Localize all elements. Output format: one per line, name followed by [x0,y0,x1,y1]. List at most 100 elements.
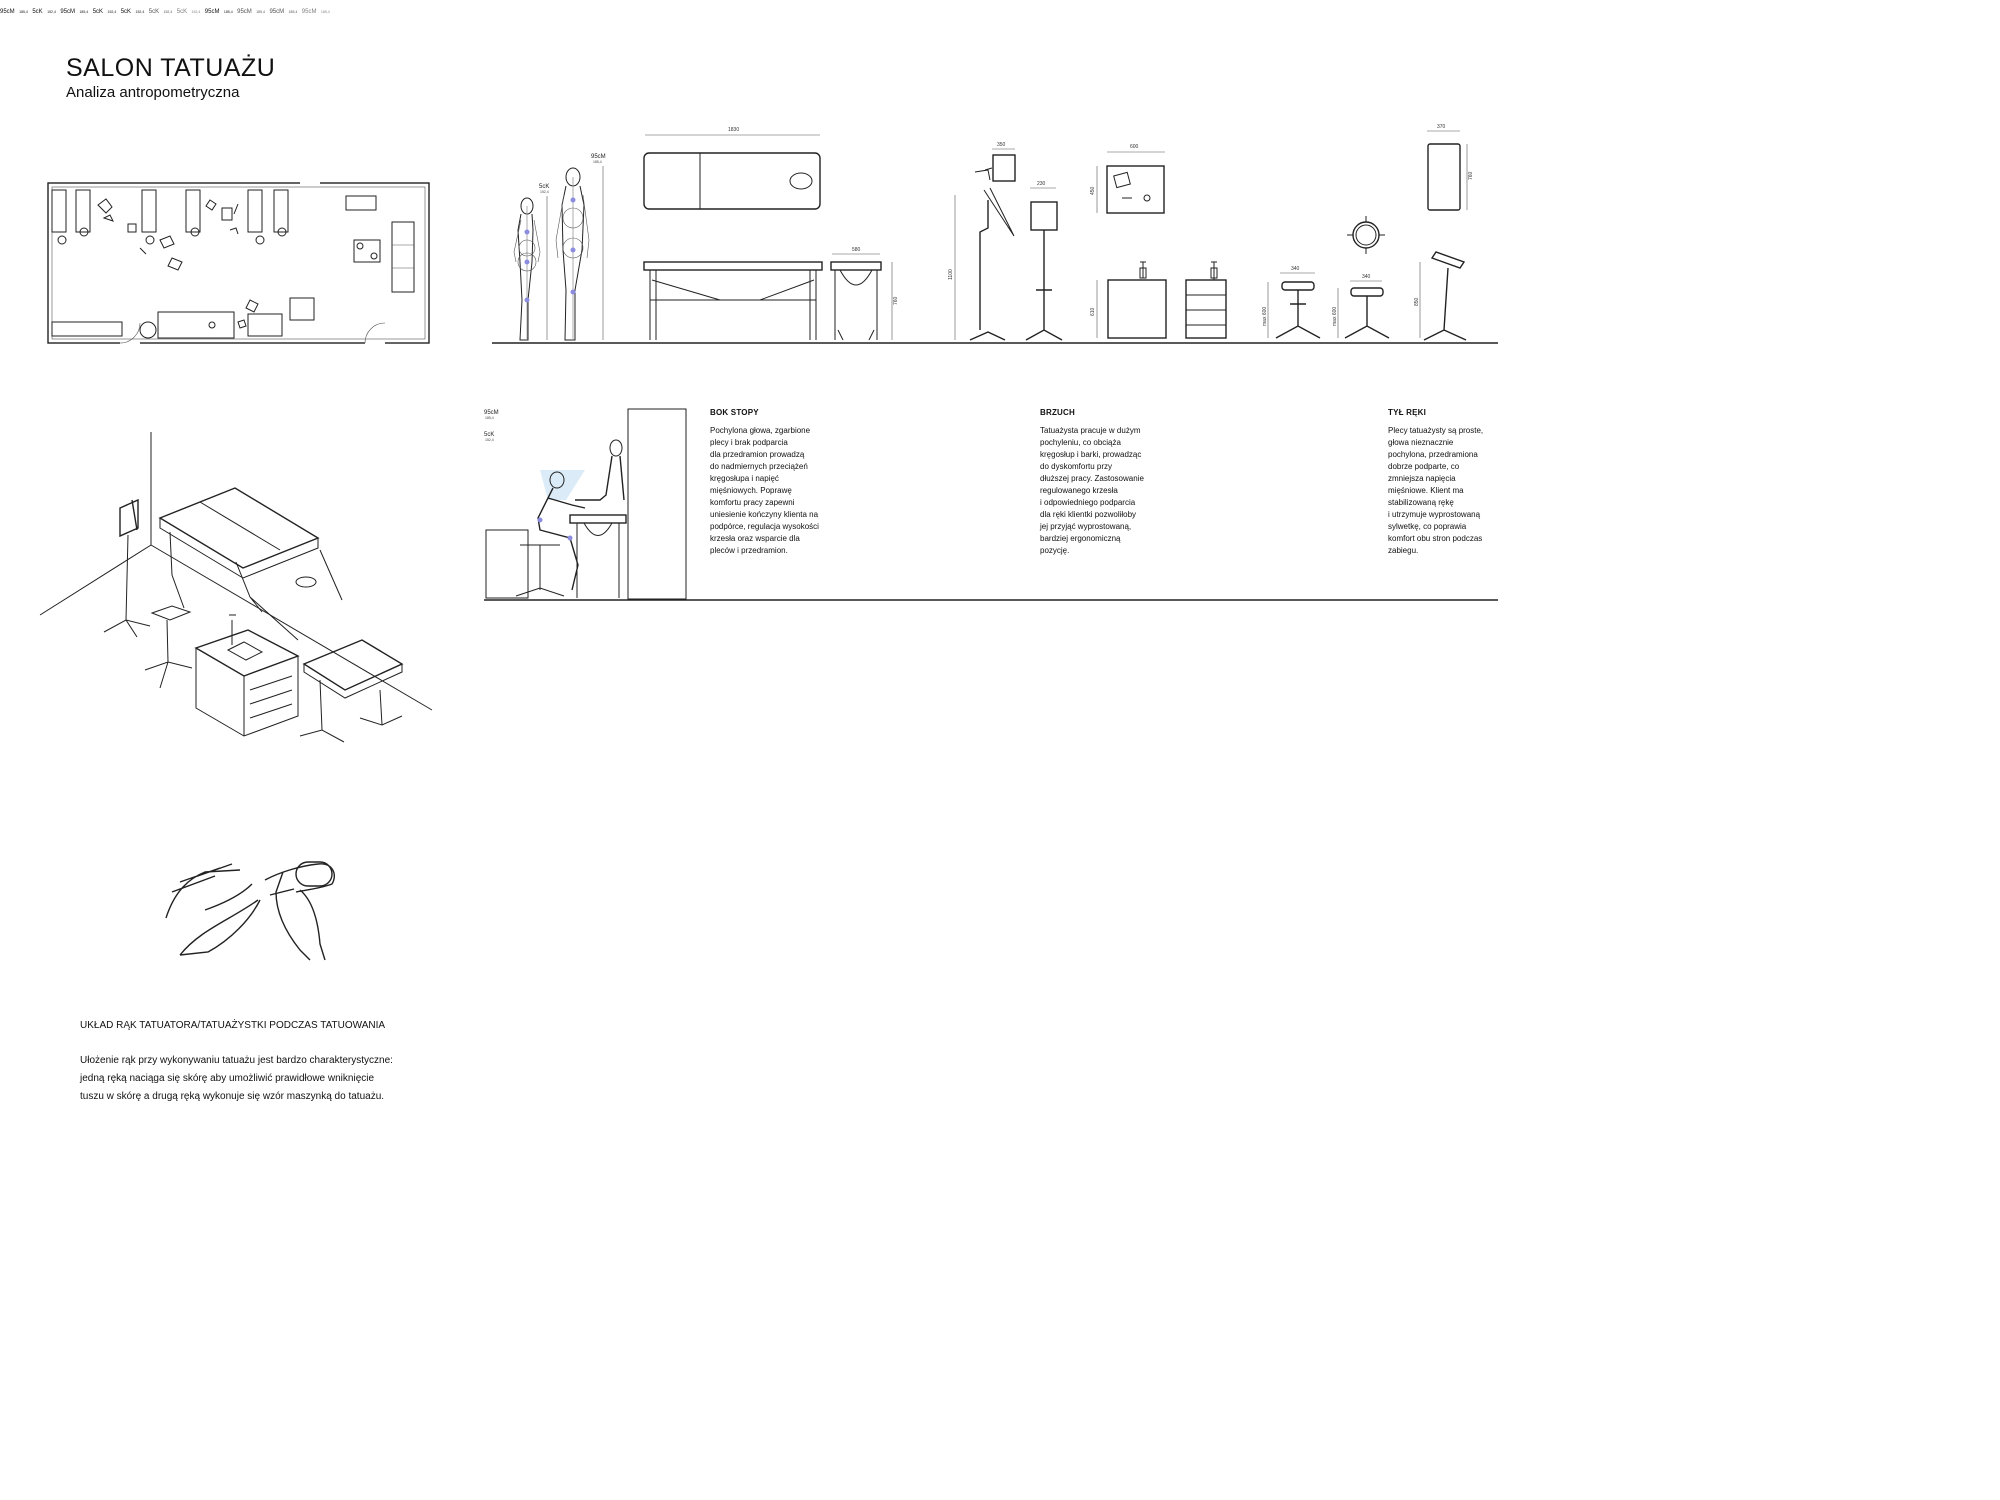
panel-line: zabiegu. [1388,546,1419,555]
panel-title: BRZUCH [1040,408,1075,417]
male-measure-sub: 185,4 [593,160,602,164]
r2p1-male-label: 95cM [204,9,220,15]
dim-stool-a-width: 340 [1291,266,1300,272]
floor-lamp: 350 1100 230 [948,142,1063,341]
hands-section-description: Ułożenie rąk przy wykonywaniu tatuażu je… [80,1052,440,1106]
hands-line: jedną ręką naciąga się skórę aby umożliw… [80,1073,375,1084]
panel-line: pleców i przedramion. [710,546,788,555]
panel-line: do nadmiernych przeciążeń [710,462,808,471]
male-measure-label: 95cM [591,154,606,160]
p1-male-sub: 185,4 [485,416,494,420]
r1p3-female-sub: 152,4 [191,10,201,14]
panel-line: sylwetkę, co poprawia [1388,522,1467,531]
panel-bok-stopy-side: 95cM 185,4 5cK 152,4 [484,408,687,600]
panel-line: dla przedramion prowadzą [710,450,805,459]
p3-female-label: 5cK [92,9,104,15]
dim-lamp-head: 350 [997,142,1006,148]
panel-line: Plecy tatuażysty są proste, [1388,426,1484,435]
panel-line: do dyskomfortu przy [1040,462,1113,471]
panel-line: pochyleniu, co obciąża [1040,438,1121,447]
panel-brzuch-text: BRZUCH Tatuażysta pracuje w dużym pochyl… [1040,408,1170,557]
p2-female-sub: 152,4 [47,10,56,14]
panel-brzuch-side: 95cM 185,4 5cK 152,4 [0,0,60,17]
panel-line: dobrze podparte, co [1388,462,1460,471]
hands-icon [165,861,336,961]
stools: 340 max 600 340 max 600 [1262,216,1390,339]
panel-description: Pochylona głowa, zgarbione plecy i brak … [710,425,840,557]
panel-line: komfortu pracy zapewni [710,498,795,507]
hands-section-heading: UKŁAD RĄK TATUATORA/TATUAŻYSTKI PODCZAS … [80,1020,386,1031]
r2p2-male-sub-b: 185,4 [288,10,298,14]
p2-male-label: 95cM [0,9,15,15]
panel-tyl-reki-text: TYŁ RĘKI Plecy tatuażysty są proste, gło… [1388,408,1518,557]
female-figure [513,197,541,341]
r2p3-male-sub: 185,4 [320,10,330,14]
p3-female-sub: 152,4 [107,10,117,14]
r1p1-female-sub: 152,4 [135,10,145,14]
panel-line: mięśniowe. Klient ma [1388,486,1464,495]
floor-plan [47,181,430,345]
p2-male-sub: 185,4 [19,10,28,14]
dim-tray-lamp: 230 [1037,181,1046,187]
panel-description: Plecy tatuażysty są proste, głowa niezna… [1388,425,1518,557]
r1p2-female-label: 5cK [148,9,160,15]
p3-male-label: 95cM [60,9,76,15]
panel-line: podpórce, regulacja wysokości [710,522,819,531]
drawing-canvas: 95cM 185,4 5cK 152,4 1830 580 760 350 [39,124,1498,961]
panel-title: TYŁ RĘKI [1388,408,1427,417]
p1-female-sub: 152,4 [485,438,494,442]
panel-line: kręgosłup i barki, prowadząc [1040,450,1142,459]
dim-armrest-width: 370 [1437,124,1446,130]
dim-armrest-depth: 760 [1468,171,1474,180]
hands-line: tuszu w skórę a drugą ręką wykonuje się … [80,1091,385,1102]
panel-line: regulowanego krzesła [1040,486,1118,495]
isometric-view [39,432,433,743]
r1p3-female-label: 5cK [176,9,188,15]
armrest: 370 760 850 [1414,124,1474,341]
male-figure [555,167,590,341]
female-measure-sub: 152,4 [540,190,549,194]
panel-line: stabilizowaną rękę [1388,498,1454,507]
panel-tyl-reki-side: 95cM 185,4 5cK 152,4 [60,0,120,17]
r2p1-male-sub: 185,4 [223,10,233,14]
panel-line: plecy i brak podparcia [710,438,788,447]
panel-description: Tatuażysta pracuje w dużym pochyleniu, c… [1040,425,1170,557]
panel-line: Pochylona głowa, zgarbione [710,426,811,435]
r1p2-female-sub: 152,4 [163,10,173,14]
r2p2-male-label: 95cM [237,9,252,15]
dim-cabinet-height: 610 [1090,307,1096,316]
panel-bok-stopy-text: BOK STOPY Pochylona głowa, zgarbione ple… [710,408,840,557]
bench: 580 760 [830,247,899,341]
panel-line: uniesienie kończyny klienta na [710,510,819,519]
dim-table-length: 1830 [728,127,739,133]
panel-line: dla ręki klientki pozwoliłoby [1040,510,1137,519]
p1-female-label: 5cK [484,432,494,438]
panel-line: i odpowiedniego podparcia [1040,498,1136,507]
r2p2-male-sub: 185,4 [256,10,265,14]
elevation-row: 95cM 185,4 5cK 152,4 1830 580 760 350 [492,124,1498,344]
panel-line: dłuższej pracy. Zastosowanie [1040,474,1144,483]
dim-stool-b-width: 340 [1362,274,1371,280]
panel-line: zmniejsza napięcia [1388,474,1456,483]
dim-stool-a-height: max 600 [1262,307,1268,326]
panel-line: pochylona, przedramiona [1388,450,1478,459]
r2p2-male-label-b: 95cM [269,9,285,15]
panel-line: komfort obu stron podczas [1388,534,1483,543]
panel-line: jej przyjąć wyprostowaną, [1040,522,1132,531]
p3-male-sub: 185,4 [79,10,89,14]
panel-line: pozycję. [1040,546,1070,555]
dim-stool-b-height: max 600 [1332,307,1338,326]
cabinet: 600 450 610 [1090,144,1227,339]
panel-line: bardziej ergonomiczną [1040,534,1121,543]
panel-title: BOK STOPY [710,408,759,417]
dim-cabinet-side: 450 [1090,186,1096,195]
dim-lamp-height: 1100 [948,269,954,280]
plan-views-row2: 95cM 185,4 95cM 185,4 95cM 185,4 95cM 18… [205,0,330,17]
tattoo-table: 1830 [643,127,823,340]
panel-line: mięśniowych. Poprawę [710,486,792,495]
r1p1-female-label: 5cK [120,9,132,15]
panel-line: i utrzymuje wyprostowaną [1388,510,1481,519]
dim-cabinet-depth: 600 [1130,144,1139,150]
female-measure-label: 5cK [539,184,549,190]
p2-female-label: 5cK [32,9,43,15]
